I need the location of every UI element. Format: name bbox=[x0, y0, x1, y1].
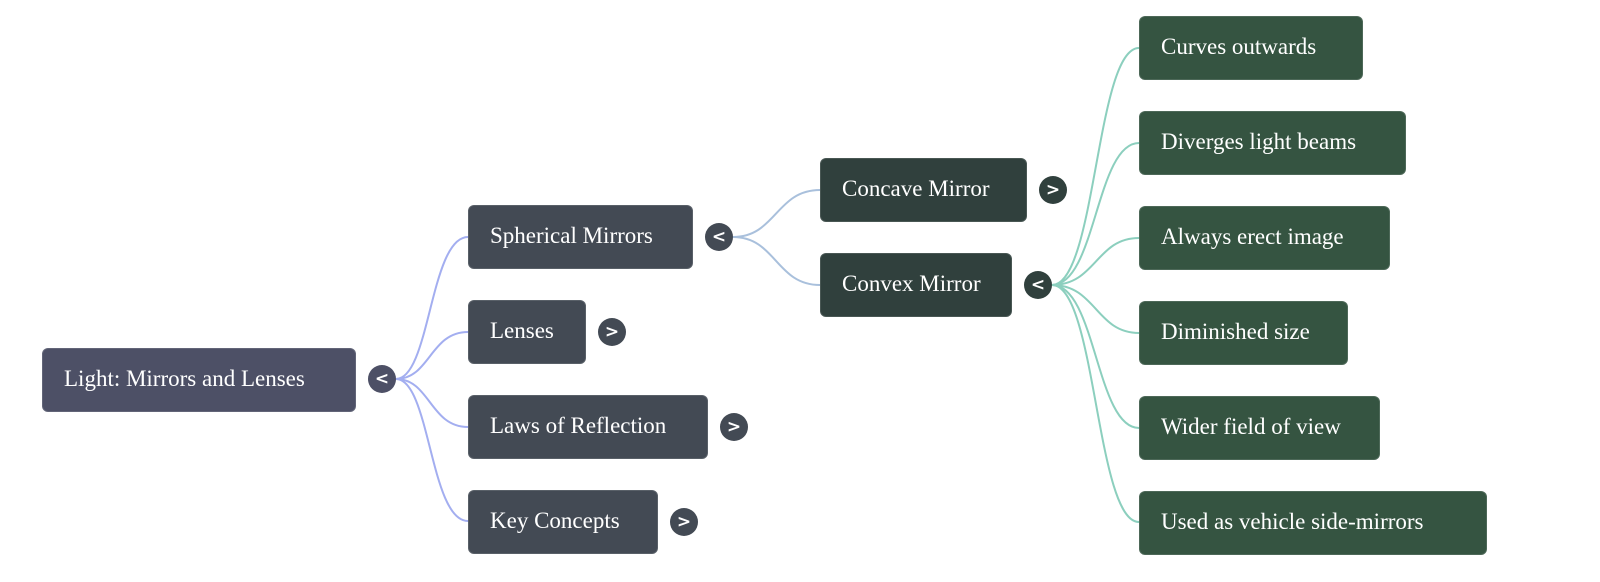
node-label: Convex Mirror bbox=[842, 271, 981, 296]
collapse-toggle-spherical-mirrors[interactable]: < bbox=[705, 223, 733, 251]
node-spherical-mirrors[interactable]: Spherical Mirrors bbox=[468, 205, 693, 269]
collapse-toggle-convex-mirror[interactable]: < bbox=[1024, 271, 1052, 299]
edge-root-laws-of-reflection bbox=[395, 378, 469, 428]
node-curves-outwards[interactable]: Curves outwards bbox=[1139, 16, 1363, 80]
edge-root-spherical-mirrors bbox=[395, 236, 469, 380]
node-concave-mirror[interactable]: Concave Mirror bbox=[820, 158, 1027, 222]
node-label: Always erect image bbox=[1161, 224, 1344, 249]
edge-spherical-concave bbox=[732, 189, 821, 238]
chevron-left-icon: < bbox=[374, 369, 390, 389]
expand-toggle-concave-mirror[interactable]: > bbox=[1039, 176, 1067, 204]
edge-convex-erect bbox=[1051, 237, 1140, 286]
expand-toggle-key-concepts[interactable]: > bbox=[670, 508, 698, 536]
chevron-right-icon: > bbox=[604, 322, 620, 342]
node-label: Concave Mirror bbox=[842, 176, 990, 201]
node-label: Key Concepts bbox=[490, 508, 620, 533]
chevron-right-icon: > bbox=[726, 417, 742, 437]
node-label: Spherical Mirrors bbox=[490, 223, 653, 248]
edge-convex-diminished bbox=[1051, 284, 1140, 334]
node-lenses[interactable]: Lenses bbox=[468, 300, 586, 364]
root-node[interactable]: Light: Mirrors and Lenses bbox=[42, 348, 356, 412]
node-label: Curves outwards bbox=[1161, 34, 1317, 59]
node-convex-mirror[interactable]: Convex Mirror bbox=[820, 253, 1012, 317]
expand-toggle-laws-of-reflection[interactable]: > bbox=[720, 413, 748, 441]
chevron-right-icon: > bbox=[676, 512, 692, 532]
node-laws-of-reflection[interactable]: Laws of Reflection bbox=[468, 395, 708, 459]
chevron-left-icon: < bbox=[711, 227, 727, 247]
edge-spherical-convex bbox=[732, 236, 821, 286]
node-label: Lenses bbox=[490, 318, 554, 343]
node-key-concepts[interactable]: Key Concepts bbox=[468, 490, 658, 554]
node-label: Used as vehicle side-mirrors bbox=[1161, 509, 1424, 534]
root-node-label: Light: Mirrors and Lenses bbox=[64, 366, 305, 391]
spherical-connectors bbox=[732, 189, 821, 286]
node-diminished-size[interactable]: Diminished size bbox=[1139, 301, 1348, 365]
edge-root-lenses bbox=[395, 331, 469, 380]
node-label: Diminished size bbox=[1161, 319, 1310, 344]
node-used-as-vehicle-side-mirrors[interactable]: Used as vehicle side-mirrors bbox=[1139, 491, 1487, 555]
node-label: Wider field of view bbox=[1161, 414, 1341, 439]
edge-root-key-concepts bbox=[395, 378, 469, 522]
convex-connectors bbox=[1051, 47, 1140, 523]
node-label: Diverges light beams bbox=[1161, 129, 1357, 154]
expand-toggle-lenses[interactable]: > bbox=[598, 318, 626, 346]
chevron-right-icon: > bbox=[1045, 180, 1061, 200]
node-always-erect-image[interactable]: Always erect image bbox=[1139, 206, 1390, 270]
edge-convex-diverges bbox=[1051, 142, 1140, 286]
node-diverges-light-beams[interactable]: Diverges light beams bbox=[1139, 111, 1406, 175]
node-wider-field-of-view[interactable]: Wider field of view bbox=[1139, 396, 1380, 460]
root-connectors bbox=[395, 236, 469, 522]
chevron-left-icon: < bbox=[1030, 275, 1046, 295]
node-label: Laws of Reflection bbox=[490, 413, 667, 438]
edge-convex-wider-fov bbox=[1051, 284, 1140, 429]
collapse-toggle-root[interactable]: < bbox=[368, 365, 396, 393]
edge-convex-vehicle bbox=[1051, 284, 1140, 523]
edge-convex-curves-outwards bbox=[1051, 47, 1140, 286]
